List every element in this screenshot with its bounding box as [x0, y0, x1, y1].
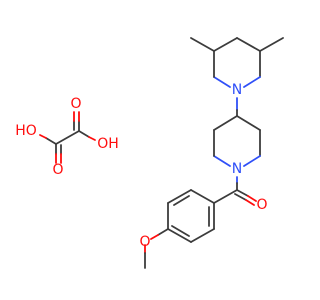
bond: [213, 115, 238, 131]
molecule-drawing: N N O O O O HO OH: [15, 37, 284, 269]
carbonyl-bond: [236, 189, 249, 197]
bond: [213, 155, 231, 167]
piperidine-ring: [213, 115, 261, 167]
bond: [45, 137, 57, 145]
bond: [78, 130, 90, 138]
bond: [190, 228, 215, 243]
methoxy-bond: [150, 234, 159, 240]
carbonyl-bond: [245, 199, 255, 206]
aromatic-bond: [171, 225, 190, 237]
aryl-bond: [213, 189, 238, 204]
bond: [39, 134, 47, 139]
nitrogen-atom-label: N: [232, 82, 242, 98]
bond: [88, 136, 96, 141]
bond: [243, 155, 261, 167]
bond: [236, 115, 261, 131]
bond: [167, 189, 192, 204]
oxygen-atom-label: O: [70, 96, 81, 112]
methyl-bond: [190, 37, 215, 52]
aromatic-bond: [173, 195, 190, 206]
nitrogen-atom-label: N: [232, 161, 242, 177]
bond: [213, 37, 238, 52]
bond: [236, 37, 261, 52]
bond: [167, 228, 192, 243]
methyl-bond: [259, 37, 284, 52]
hydroxyl-label: OH: [97, 136, 119, 152]
carbonyl-bond: [234, 193, 247, 201]
bond: [213, 76, 231, 88]
oxygen-atom-label: O: [256, 197, 267, 213]
benzene-ring: [167, 189, 215, 243]
oxygen-atom-label: O: [139, 234, 150, 250]
bond: [190, 189, 215, 204]
dimethylpiperidine-ring: [190, 37, 284, 88]
bond: [55, 130, 80, 145]
hydroxyl-label: HO: [15, 123, 37, 139]
structure-canvas: N N O O O O HO OH: [15, 37, 284, 269]
oxalic-acid: [39, 111, 96, 164]
oxygen-atom-label: O: [52, 162, 63, 178]
carbonyl-bond: [247, 195, 257, 202]
methoxy-bond: [157, 228, 169, 236]
bond: [243, 76, 261, 88]
